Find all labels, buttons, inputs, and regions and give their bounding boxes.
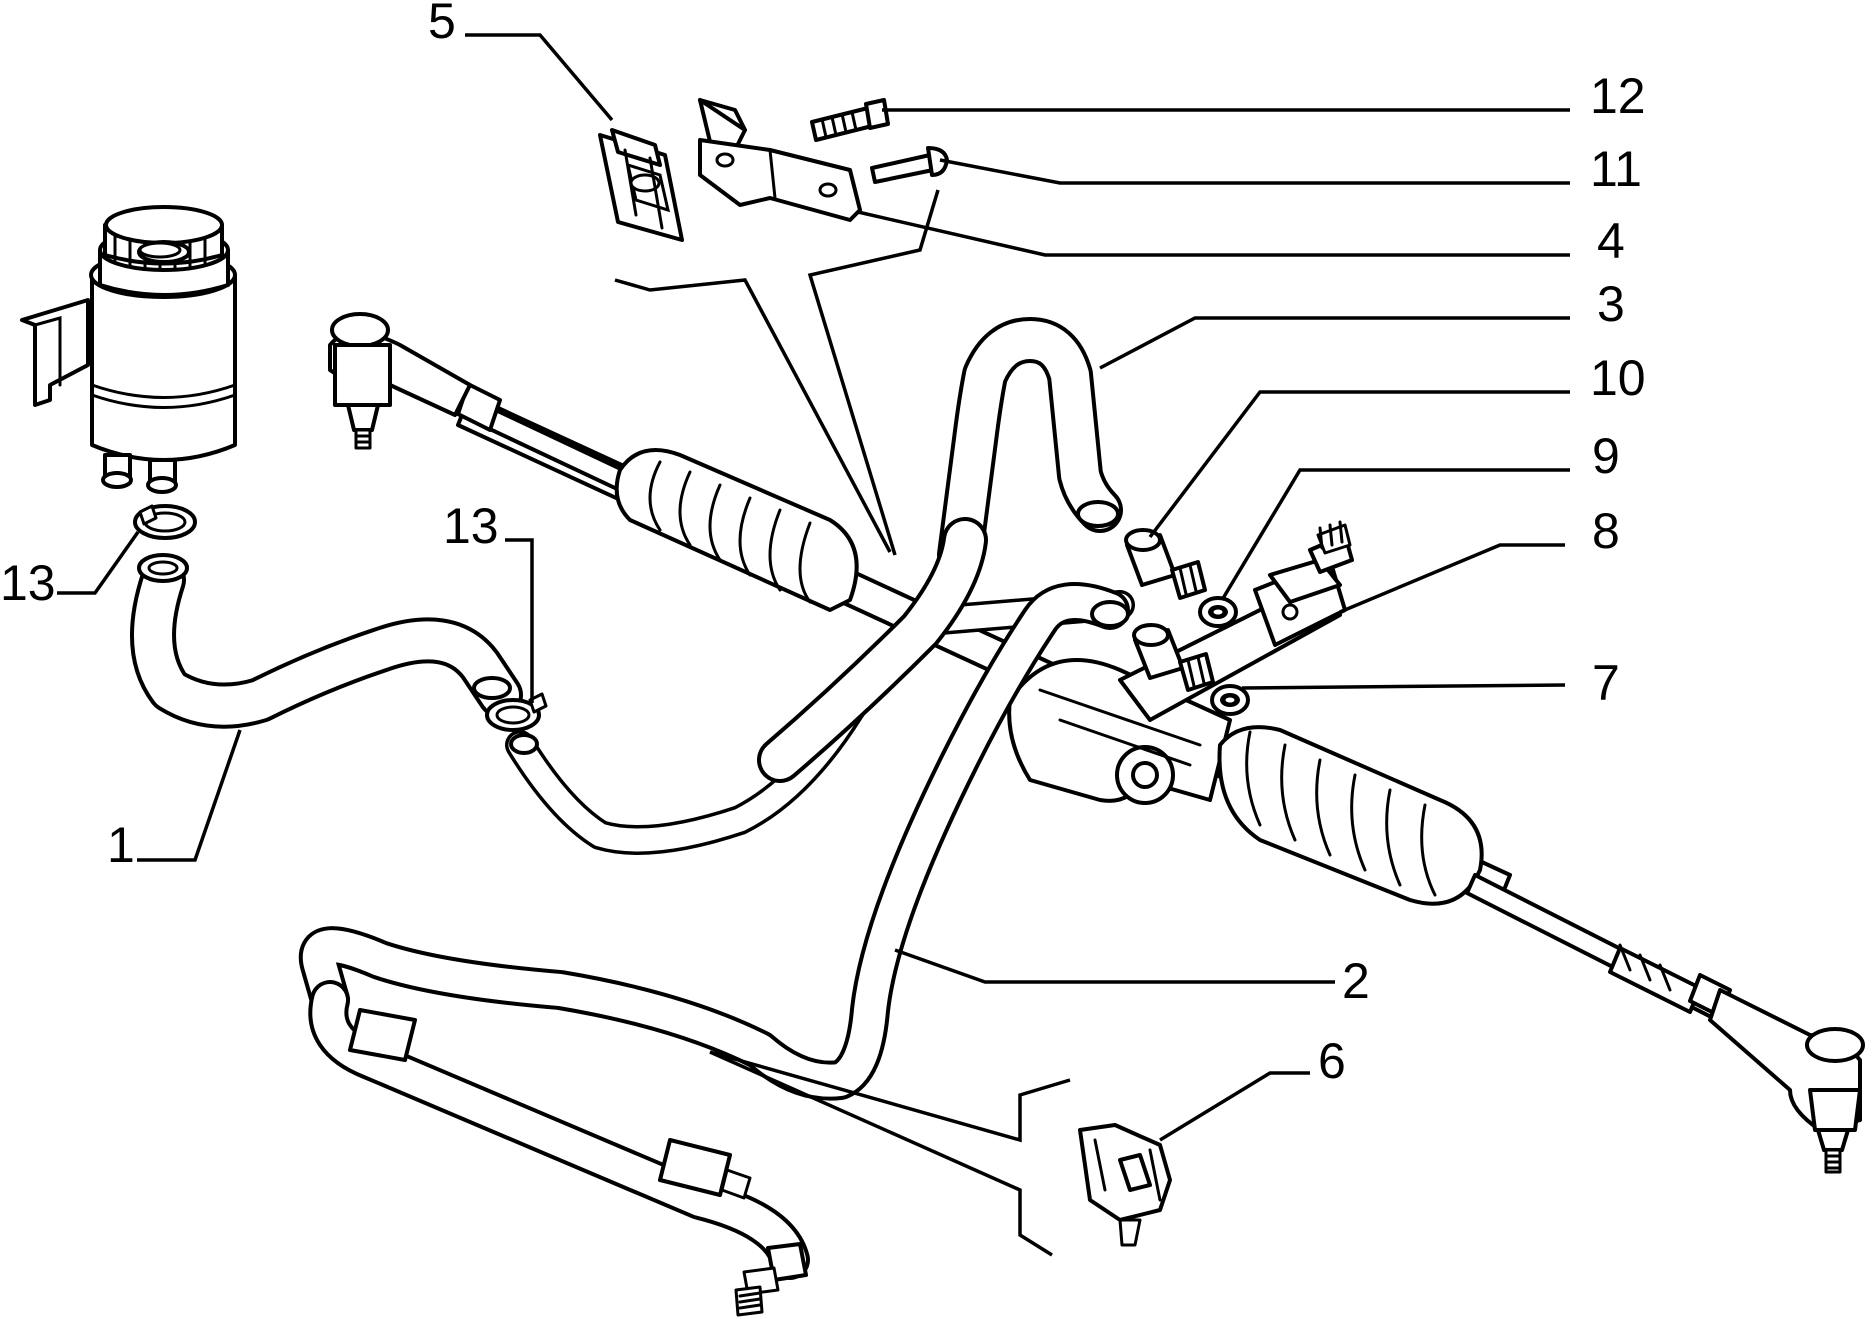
callout-labels: 5 12 11 4 3 10 9 8 7 2 6 1 13 13 bbox=[0, 0, 1646, 1089]
pipe-union-fitting bbox=[734, 1242, 808, 1317]
bolt-11 bbox=[870, 146, 949, 184]
bolt-12 bbox=[810, 98, 890, 142]
left-tie-rod-end bbox=[328, 312, 472, 450]
fluid-reservoir bbox=[20, 205, 237, 494]
callout-2: 2 bbox=[1342, 953, 1370, 1009]
left-bellows-boot bbox=[614, 448, 859, 612]
callout-13-left: 13 bbox=[0, 555, 56, 611]
callout-10: 10 bbox=[1590, 350, 1646, 406]
callout-9: 9 bbox=[1592, 428, 1620, 484]
right-tie-rod-end bbox=[1708, 988, 1865, 1174]
pipe-sleeves bbox=[348, 1008, 752, 1200]
hose-3-loop bbox=[757, 317, 1123, 783]
pipe-2-pressure bbox=[298, 582, 1130, 1280]
sealing-washer-9 bbox=[1198, 596, 1238, 628]
hose-clamp-13-left bbox=[133, 504, 197, 540]
pinion-housing bbox=[1253, 520, 1354, 647]
steering-rack bbox=[328, 312, 1865, 1174]
callout-4: 4 bbox=[1597, 213, 1625, 269]
callout-12: 12 bbox=[1590, 68, 1646, 124]
callout-11: 11 bbox=[1590, 141, 1642, 197]
sealing-washer-7 bbox=[1210, 684, 1250, 716]
callout-3: 3 bbox=[1597, 276, 1625, 332]
mounting-bracket-4 bbox=[698, 98, 862, 222]
callout-1: 1 bbox=[107, 817, 135, 873]
banjo-bolt-10 bbox=[1124, 528, 1207, 600]
pipe-clip-6 bbox=[1078, 1123, 1172, 1247]
callout-5: 5 bbox=[428, 0, 456, 49]
right-bellows-boot bbox=[1217, 725, 1484, 906]
pipe-clip-5 bbox=[598, 128, 684, 242]
location-indicator-lines bbox=[614, 189, 1071, 1257]
callout-6: 6 bbox=[1318, 1033, 1346, 1089]
callout-8: 8 bbox=[1592, 503, 1620, 559]
hose-clamp-13-right bbox=[485, 692, 548, 732]
callout-13-right: 13 bbox=[443, 498, 499, 554]
callout-7: 7 bbox=[1592, 655, 1620, 711]
hose-1-return bbox=[130, 553, 523, 729]
banjo-bolt-8 bbox=[1132, 623, 1215, 692]
leader-lines bbox=[57, 33, 1570, 1142]
